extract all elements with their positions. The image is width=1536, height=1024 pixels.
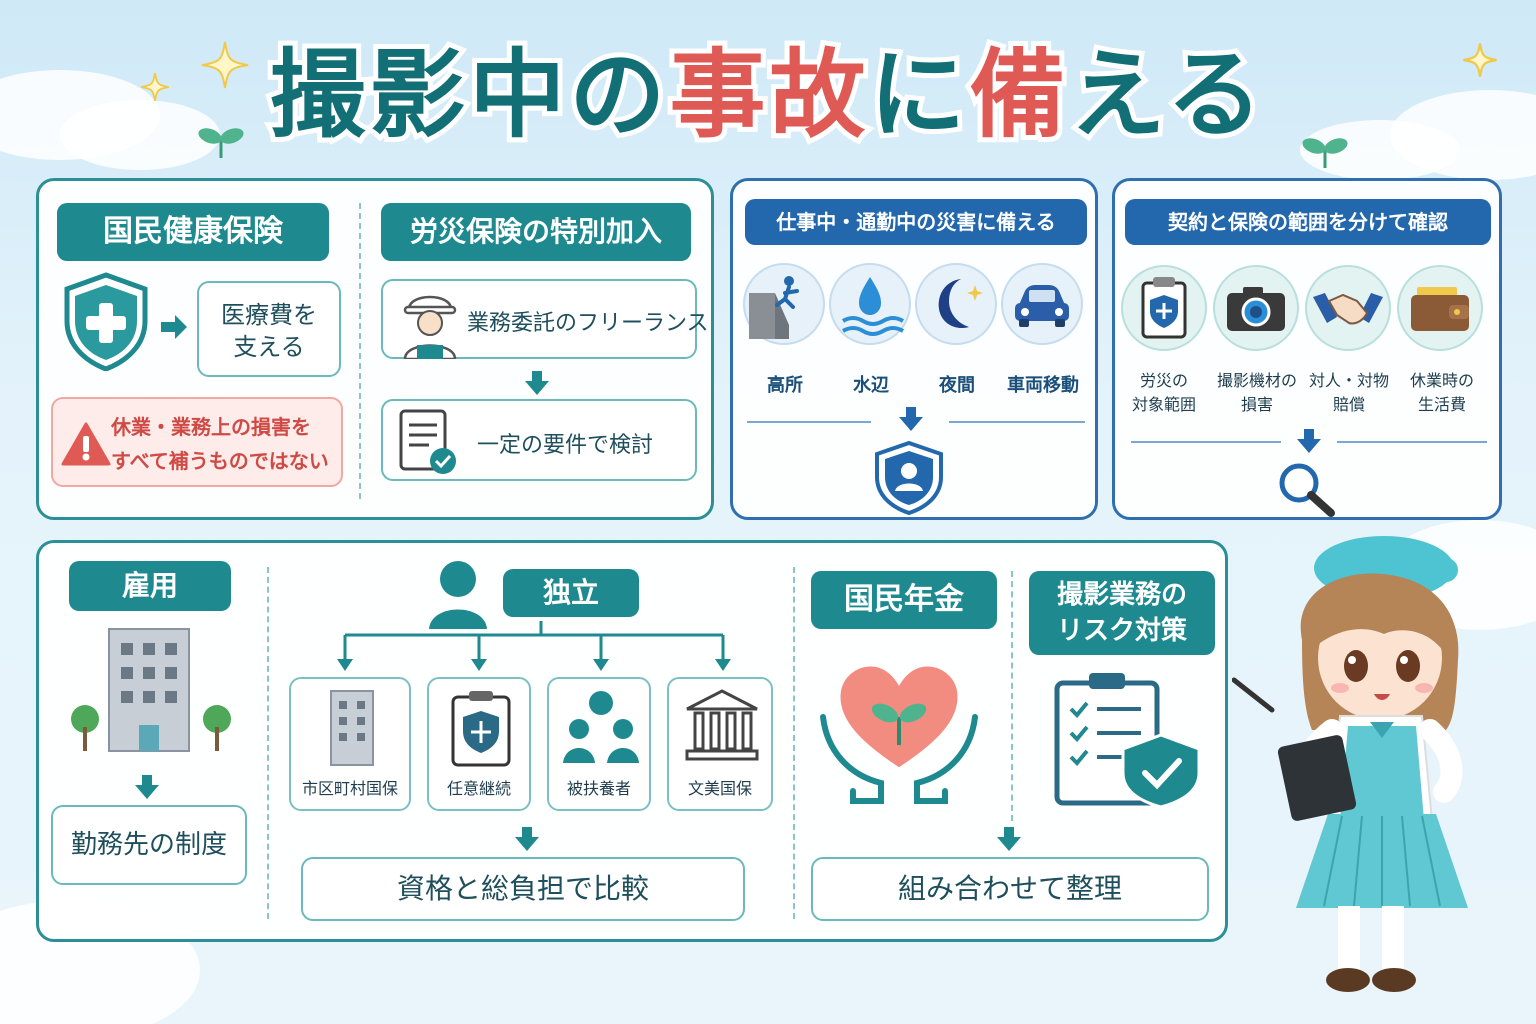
cloud [60, 100, 220, 170]
water-drop-icon [829, 263, 911, 345]
sparkle-icon [1463, 43, 1497, 77]
contract-title: 契約と保険の範囲を分けて確認 [1125, 199, 1491, 245]
koyou-label: 雇用 [69, 561, 231, 611]
clipboard-shield-icon [1121, 265, 1207, 351]
magnifier-icon [1279, 463, 1335, 517]
wallet-icon [1397, 265, 1483, 351]
disaster-label: 高所 [767, 375, 803, 396]
page-title: 撮影中の事故に備える [264, 34, 1267, 156]
contract-item-label: 労災の 対象範囲 [1131, 371, 1196, 414]
arrow-down-icon [515, 827, 539, 851]
contract-item-label: 対人・対物 賠償 [1308, 371, 1389, 414]
sprout-icon [198, 128, 244, 158]
option-card: 文美国保 [667, 677, 773, 811]
mascot-character [1232, 536, 1468, 992]
family-icon [563, 691, 639, 763]
shield-cross-icon [64, 272, 148, 371]
arrow-down-icon [135, 775, 159, 799]
option-card: 任意継続 [427, 677, 531, 811]
arrow-down-icon [1297, 429, 1321, 453]
kokumin-kenko-label: 国民健康保険 [57, 203, 329, 261]
health-insurance-panel: 国民健康保険 医療費を 支える 休業・業務上の損害を すべて補うものではない 労… [36, 178, 714, 520]
seiri-box: 組み合わせて整理 [811, 857, 1209, 921]
option-card: 被扶養者 [547, 677, 651, 811]
car-icon [1001, 263, 1083, 345]
disaster-title: 仕事中・通勤中の災害に備える [745, 199, 1087, 245]
hikaku-box: 資格と総負担で比較 [301, 857, 745, 921]
camera-icon [1213, 265, 1299, 351]
kinmusaki-box: 勤務先の制度 [51, 805, 247, 885]
freelance-box: 業務委託のフリーランス [381, 279, 709, 359]
sprout-icon [1302, 138, 1348, 168]
moon-icon [915, 263, 997, 345]
rousai-label: 労災保険の特別加入 [381, 203, 691, 261]
contract-panel: 契約と保険の範囲を分けて確認 労災の [1112, 178, 1502, 520]
iryouhi-box: 医療費を 支える [197, 281, 341, 377]
divider [1011, 571, 1013, 821]
handshake-icon [1305, 265, 1391, 351]
bottom-panel: 雇用 勤務先の制度 独立 市区町村国保 [36, 540, 1228, 942]
tree-connector [337, 621, 731, 671]
contract-item-label: 撮影機材の 損害 [1216, 371, 1297, 414]
height-fall-icon [743, 263, 825, 345]
disaster-label: 夜間 [939, 375, 975, 396]
document-check-icon [399, 409, 456, 474]
divider [793, 567, 795, 919]
arrow-down-icon [899, 407, 923, 431]
nenkin-label: 国民年金 [811, 571, 997, 629]
option-card: 市区町村国保 [289, 677, 411, 811]
divider [949, 421, 1085, 423]
checklist-shield-icon [1054, 673, 1201, 809]
arrow-down-icon [997, 827, 1021, 851]
divider [1337, 441, 1487, 443]
arrow-down-icon [525, 371, 549, 395]
heart-hands-icon [820, 663, 978, 804]
sparkle-icon [201, 41, 249, 89]
person-icon [429, 561, 487, 629]
city-hall-icon [330, 690, 374, 766]
worker-helmet-icon [403, 295, 457, 359]
clipboard-shield-icon [451, 691, 511, 767]
risk-label: 撮影業務の リスク対策 [1029, 571, 1215, 655]
shield-person-icon [875, 440, 943, 515]
dokuritsu-label: 独立 [503, 569, 639, 617]
divider [267, 567, 269, 919]
institution-icon [685, 689, 759, 761]
office-building-icon [71, 628, 231, 752]
disaster-label: 水辺 [853, 375, 889, 396]
contract-item-label: 休業時の 生活費 [1409, 371, 1474, 414]
sparkle-icon [141, 73, 169, 101]
youken-box: 一定の要件で検討 [381, 399, 697, 481]
warning-icon [61, 422, 111, 466]
disaster-label: 車両移動 [1007, 375, 1079, 396]
divider [359, 203, 361, 499]
arrow-right-icon [161, 315, 187, 339]
warning-box: 休業・業務上の損害を すべて補うものではない [51, 397, 343, 487]
divider [1131, 441, 1281, 443]
disaster-panel: 仕事中・通勤中の災害に備える 高所 [730, 178, 1098, 520]
divider [747, 421, 871, 423]
